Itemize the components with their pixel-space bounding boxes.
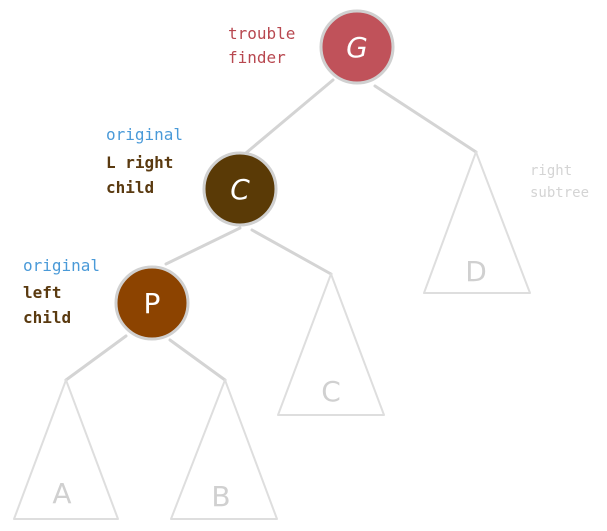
- edge-c-to-c-subtree: [250, 228, 333, 276]
- node-c: C: [202, 151, 278, 227]
- label-right-subtree-line1: right: [530, 163, 572, 179]
- label-right-subtree-line2: subtree: [530, 185, 589, 201]
- label-right-child: original L right child: [106, 125, 183, 197]
- subtree-b-triangle: [170, 379, 278, 520]
- tree-edges: [64, 78, 478, 382]
- label-left-child: original left child: [23, 256, 100, 327]
- subtree-c-triangle: [277, 273, 385, 416]
- node-p-circle: [114, 265, 190, 341]
- label-left-child-line2: child: [23, 308, 71, 327]
- subtree-b-letter: B: [211, 480, 230, 513]
- subtree-d: D: [423, 151, 531, 294]
- subtree-d-letter: D: [465, 255, 487, 288]
- label-left-child-line1: left: [23, 283, 62, 302]
- edge-g-to-d: [373, 84, 478, 154]
- node-p: P: [114, 265, 190, 341]
- label-right-child-original: original: [106, 125, 183, 144]
- label-right-child-line1: L right: [106, 153, 173, 172]
- node-c-circle: [202, 151, 278, 227]
- node-g-circle: [319, 9, 395, 85]
- node-c-letter: C: [230, 173, 250, 206]
- label-right-child-line2: child: [106, 178, 154, 197]
- edge-g-to-c: [238, 78, 335, 160]
- node-p-letter: P: [144, 287, 161, 320]
- label-trouble-finder: trouble finder: [228, 24, 295, 67]
- label-right-subtree: right subtree: [530, 163, 589, 201]
- subtree-b: B: [170, 379, 278, 520]
- label-trouble-finder-line1: trouble: [228, 24, 295, 43]
- edge-c-to-p: [164, 226, 242, 266]
- subtree-a-letter: A: [52, 477, 71, 510]
- node-g-letter: G: [346, 31, 368, 64]
- edge-p-to-b: [168, 338, 227, 382]
- subtree-c: C: [277, 273, 385, 416]
- label-left-child-original: original: [23, 256, 100, 275]
- subtree-d-triangle: [423, 151, 531, 294]
- subtree-a: A: [13, 379, 119, 520]
- subtree-c-letter: C: [321, 375, 341, 408]
- subtree-a-triangle: [13, 379, 119, 520]
- edge-p-to-a: [64, 334, 128, 382]
- label-trouble-finder-line2: finder: [228, 48, 286, 67]
- node-g: G: [319, 9, 395, 85]
